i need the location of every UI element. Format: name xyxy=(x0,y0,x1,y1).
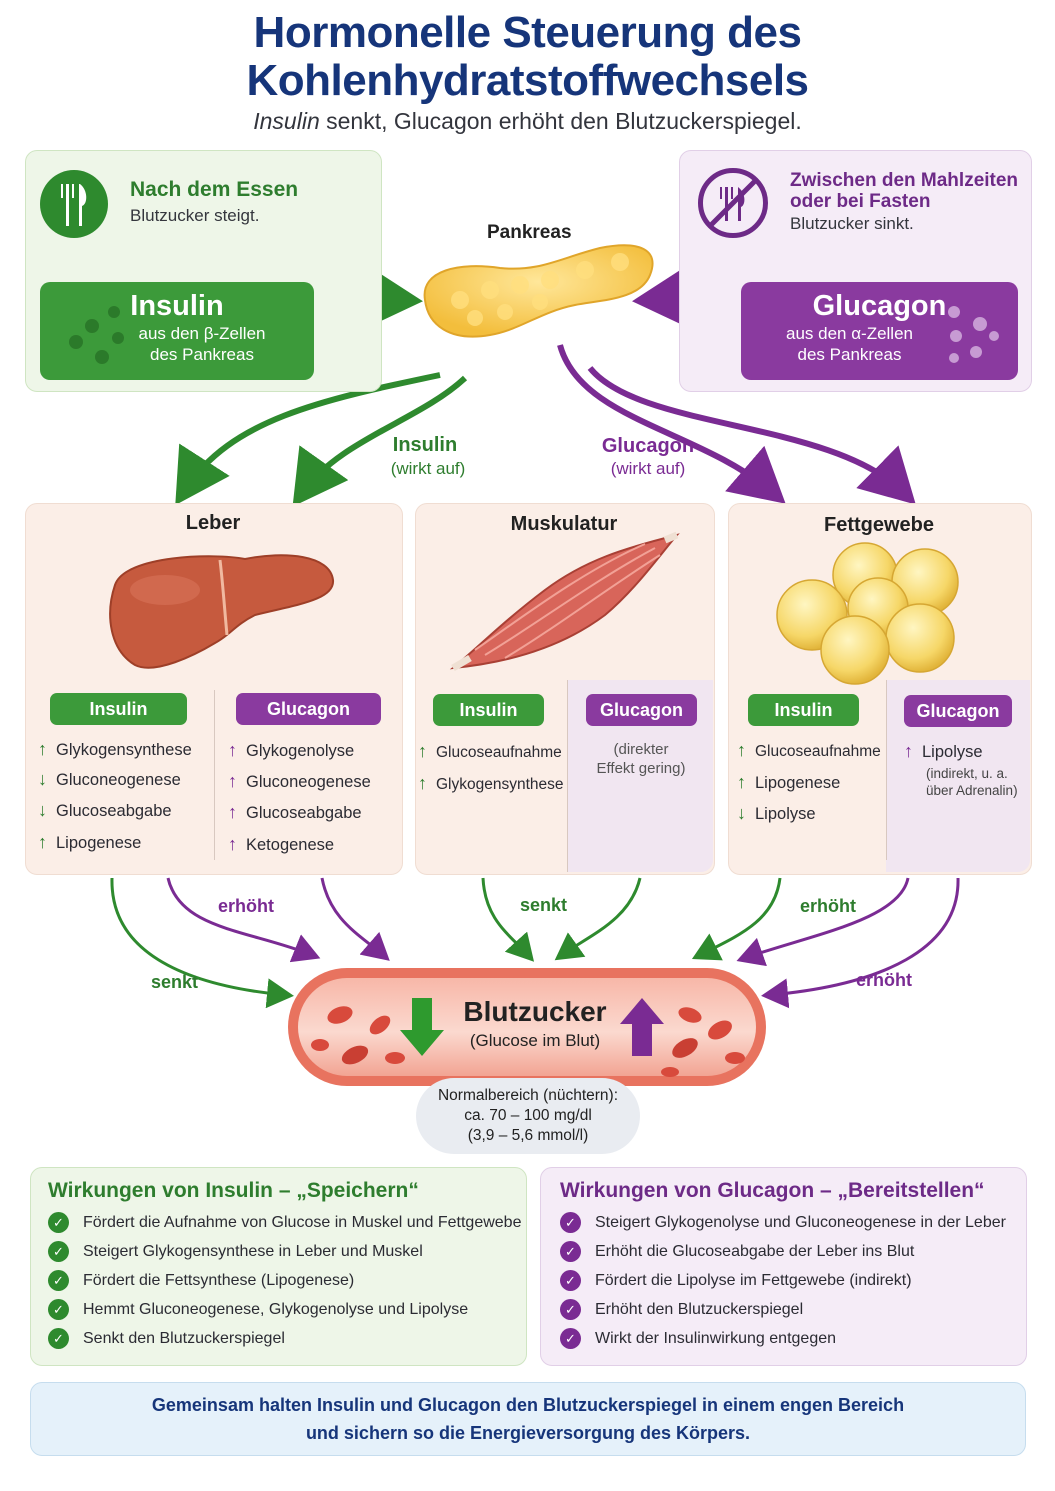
liver-glucagon-effect-1: ↑Glykogenolyse xyxy=(228,740,355,760)
fat-glucagon-pill: Glucagon xyxy=(904,695,1012,727)
liver-insulin-effect-1: ↑Glykogensynthese xyxy=(38,739,192,759)
muscle-insulin-effect-2: ↑Glykogensynthese xyxy=(418,773,564,793)
page-subtitle: Insulin senkt, Glucagon erhöht den Blutz… xyxy=(253,108,802,134)
muscle-insulin-effect-1: ↑Glucoseaufnahme xyxy=(418,741,562,761)
fat-cells-illustration xyxy=(776,542,959,685)
check-icon: ✓ xyxy=(48,1241,69,1263)
liver-glucagon-effect-4: ↑Ketogenese xyxy=(228,834,335,854)
flow-label-senkt-left: senkt xyxy=(151,972,199,992)
liver-divider xyxy=(214,690,215,860)
flow-label-erhoeht-left: erhöht xyxy=(218,896,274,916)
insulin-summary-panel: Wirkungen von Insulin – „Speichern“ ✓För… xyxy=(30,1167,527,1366)
pancreas-label: Pankreas xyxy=(487,222,572,243)
footer-line1: Gemeinsam halten Insulin und Glucagon de… xyxy=(151,1395,905,1415)
fat-title: Fettgewebe xyxy=(823,514,935,536)
check-icon: ✓ xyxy=(560,1212,581,1234)
glucagon-source-line1: aus den α-Zellen xyxy=(785,324,913,343)
insulin-summary-item-3: ✓Fördert die Fettsynthese (Lipogenese) xyxy=(48,1269,526,1298)
flow-label-senkt-mid: senkt xyxy=(520,895,568,915)
glucagon-acts-label: Glucagon xyxy=(601,435,695,457)
insulin-acts-sub: (wirkt auf) xyxy=(390,459,466,478)
insulin-summary-item-1: ✓Fördert die Aufnahme von Glucose in Mus… xyxy=(48,1211,526,1240)
fat-insulin-effect-2: ↑Lipogenese xyxy=(737,772,841,792)
fat-insulin-effect-1: ↑Glucoseaufnahme xyxy=(737,740,881,760)
glucagon-summary-item-2: ✓Erhöht die Glucoseabgabe der Leber ins … xyxy=(560,1240,1026,1269)
muscle-insulin-pill: Insulin xyxy=(433,694,544,726)
insulin-summary-item-2: ✓Steigert Glykogensynthese in Leber und … xyxy=(48,1240,526,1269)
insulin-molecules-icon xyxy=(69,306,124,364)
glucagon-summary-item-5: ✓Wirkt der Insulinwirkung entgegen xyxy=(560,1327,1026,1356)
muscle-divider xyxy=(567,680,568,872)
glucagon-summary-panel: Wirkungen von Glucagon – „Bereitstellen“… xyxy=(540,1167,1027,1366)
glucagon-summary-title: Wirkungen von Glucagon – „Bereitstellen“ xyxy=(560,1179,985,1202)
check-icon: ✓ xyxy=(48,1299,69,1321)
fasting-title-line1: Zwischen den Mahlzeiten xyxy=(790,170,1019,191)
fasting-subtitle: Blutzucker sinkt. xyxy=(790,214,914,233)
liver-title: Leber xyxy=(185,512,241,534)
check-icon: ✓ xyxy=(560,1270,581,1292)
no-eating-icon xyxy=(698,168,768,238)
flow-label-erhoeht-right: erhöht xyxy=(856,970,912,990)
liver-insulin-effect-4: ↑Lipogenese xyxy=(38,832,142,852)
normal-range-box: Normalbereich (nüchtern): ca. 70 – 100 m… xyxy=(416,1078,640,1154)
liver-glucagon-effect-3: ↑Glucoseabgabe xyxy=(228,802,362,822)
liver-glucagon-pill: Glucagon xyxy=(236,693,381,725)
muscle-glucagon-pill: Glucagon xyxy=(586,694,697,726)
liver-insulin-pill: Insulin xyxy=(50,693,187,725)
muscle-illustration xyxy=(449,531,680,672)
fat-divider xyxy=(886,680,887,860)
check-icon: ✓ xyxy=(48,1270,69,1292)
check-icon: ✓ xyxy=(560,1299,581,1321)
blood-sugar-title: Blutzucker xyxy=(463,996,607,1027)
after-meal-subtitle: Blutzucker steigt. xyxy=(130,206,260,225)
glucagon-molecules-icon xyxy=(948,306,999,363)
liver-glucagon-effect-2: ↑Gluconeogenese xyxy=(228,771,371,791)
footer-line2: und sichern so die Energieversorgung des… xyxy=(305,1423,751,1443)
after-meal-title: Nach dem Essen xyxy=(130,178,299,201)
liver-insulin-effect-3: ↓Glucoseabgabe xyxy=(38,800,172,820)
blood-sugar-subtitle: (Glucose im Blut) xyxy=(469,1031,601,1050)
liver-insulin-effect-2: ↓Gluconeogenese xyxy=(38,769,181,789)
check-icon: ✓ xyxy=(48,1212,69,1234)
insulin-hormone-label: Insulin xyxy=(130,290,224,322)
insulin-summary-item-4: ✓Hemmt Gluconeogenese, Glykogenolyse und… xyxy=(48,1298,526,1327)
fasting-title-line2: oder bei Fasten xyxy=(790,191,931,212)
blood-vessel-illustration xyxy=(288,968,766,1086)
glucagon-summary-item-1: ✓Steigert Glykogenolyse und Gluconeogene… xyxy=(560,1211,1026,1240)
flow-label-erhoeht-right-top: erhöht xyxy=(800,896,856,916)
insulin-source-line2: des Pankreas xyxy=(150,345,254,364)
fork-knife-icon xyxy=(40,170,108,238)
fat-glucagon-note: (indirekt, u. a.über Adrenalin) xyxy=(926,766,1018,798)
glucagon-acts-sub: (wirkt auf) xyxy=(610,459,686,478)
fat-glucagon-effect-1: ↑Lipolyse xyxy=(904,741,983,761)
insulin-summary-title: Wirkungen von Insulin – „Speichern“ xyxy=(48,1179,419,1202)
page-title-line2: Kohlenhydratstoffwechsels xyxy=(246,56,809,105)
check-icon: ✓ xyxy=(560,1241,581,1263)
muscle-title: Muskulatur xyxy=(510,513,618,535)
glucagon-summary-item-4: ✓Erhöht den Blutzuckerspiegel xyxy=(560,1298,1026,1327)
footer-box: Gemeinsam halten Insulin und Glucagon de… xyxy=(30,1382,1026,1456)
insulin-source-box: Insulin aus den β-Zellen des Pankreas xyxy=(40,282,314,380)
fat-insulin-pill: Insulin xyxy=(748,694,859,726)
pancreas-illustration xyxy=(423,244,654,338)
insulin-acts-label: Insulin xyxy=(392,434,458,456)
insulin-summary-item-5: ✓Senkt den Blutzuckerspiegel xyxy=(48,1327,526,1356)
liver-illustration xyxy=(109,554,335,669)
fat-insulin-effect-3: ↓Lipolyse xyxy=(737,803,816,823)
check-icon: ✓ xyxy=(560,1328,581,1350)
glucagon-hormone-label: Glucagon xyxy=(812,290,947,322)
glucagon-source-box: Glucagon aus den α-Zellen des Pankreas xyxy=(741,282,1018,380)
glucagon-summary-item-3: ✓Fördert die Lipolyse im Fettgewebe (ind… xyxy=(560,1269,1026,1298)
check-icon: ✓ xyxy=(48,1328,69,1350)
page-title-line1: Hormonelle Steuerung des xyxy=(253,8,802,57)
insulin-source-line1: aus den β-Zellen xyxy=(138,324,266,343)
glucagon-source-line2: des Pankreas xyxy=(797,345,902,364)
